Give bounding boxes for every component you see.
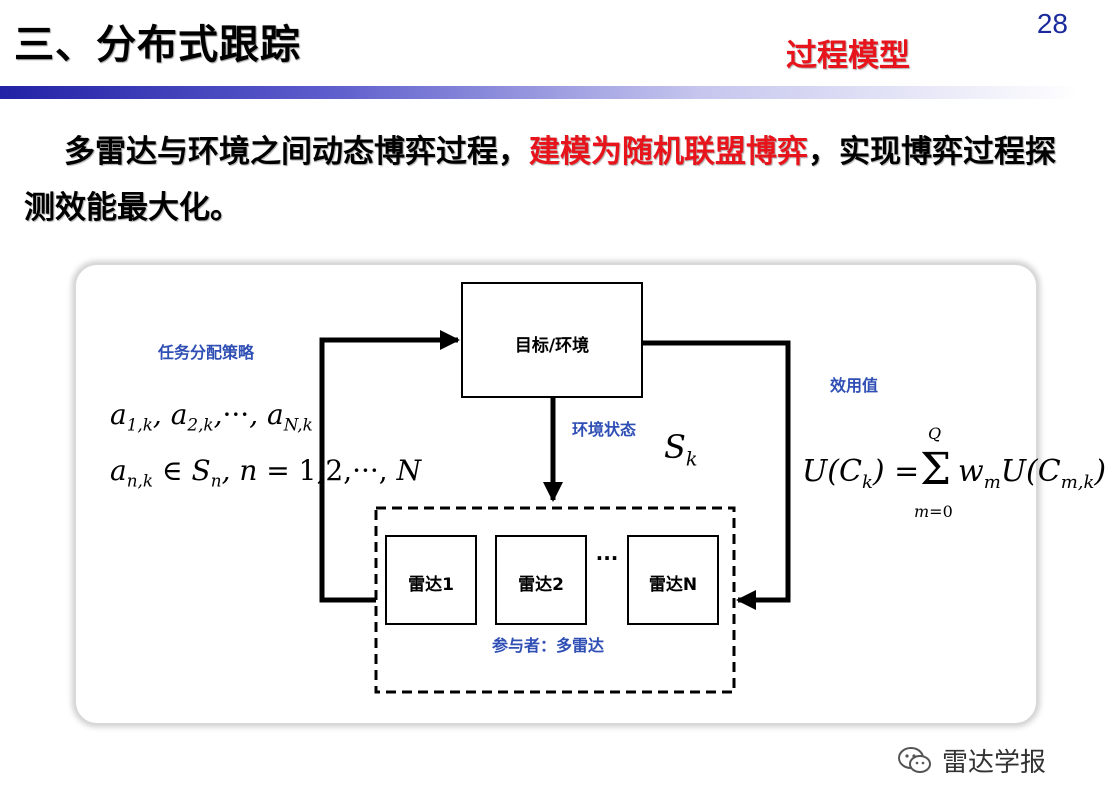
- section-tag: 过程模型: [786, 38, 910, 74]
- page-number: 28: [1036, 8, 1068, 39]
- participants-label: 参与者：多雷达: [492, 636, 605, 655]
- ellipsis-label: ···: [595, 546, 619, 570]
- radar1-box: [385, 535, 477, 625]
- strategy-formula-line1: a1,k, a2,k,···, aN,k: [110, 398, 313, 435]
- watermark: 雷达学报: [897, 742, 1046, 779]
- strategy-formula-line2: an,k ∈ Sn, n = 1,2,···, N: [110, 454, 422, 491]
- environment-label: 目标/环境: [514, 336, 590, 356]
- watermark-text: 雷达学报: [941, 748, 1046, 778]
- radar2-label: 雷达2: [518, 575, 564, 595]
- intro-text: 多雷达与环境之间动态博弈过程，建模为随机联盟博弈，实现博弈过程探测效能最大化。: [24, 124, 1064, 236]
- utility-arrow: [642, 340, 791, 610]
- intro-highlight: 建模为随机联盟博弈: [529, 134, 808, 170]
- radar2-box: [495, 535, 587, 625]
- strategy-arrow: [319, 330, 460, 603]
- radarN-label: 雷达N: [648, 575, 698, 595]
- slide-title: 三、分布式跟踪: [14, 22, 301, 68]
- strategy-label: 任务分配策略: [158, 343, 255, 362]
- radar1-label: 雷达1: [408, 575, 454, 595]
- intro-part1: 多雷达与环境之间动态博弈过程，: [64, 134, 529, 170]
- diagram-connectors: [319, 282, 791, 694]
- radarN-box: [627, 535, 719, 625]
- utility-label: 效用值: [830, 376, 879, 395]
- environment-box: [461, 282, 643, 398]
- wechat-icon: [897, 746, 931, 773]
- title-rule: [0, 86, 1080, 99]
- env-state-label: 环境状态: [572, 420, 637, 439]
- state-symbol: Sk: [664, 428, 698, 471]
- intro-part2: ，实现博弈过程探测效能最大化。: [24, 134, 1056, 226]
